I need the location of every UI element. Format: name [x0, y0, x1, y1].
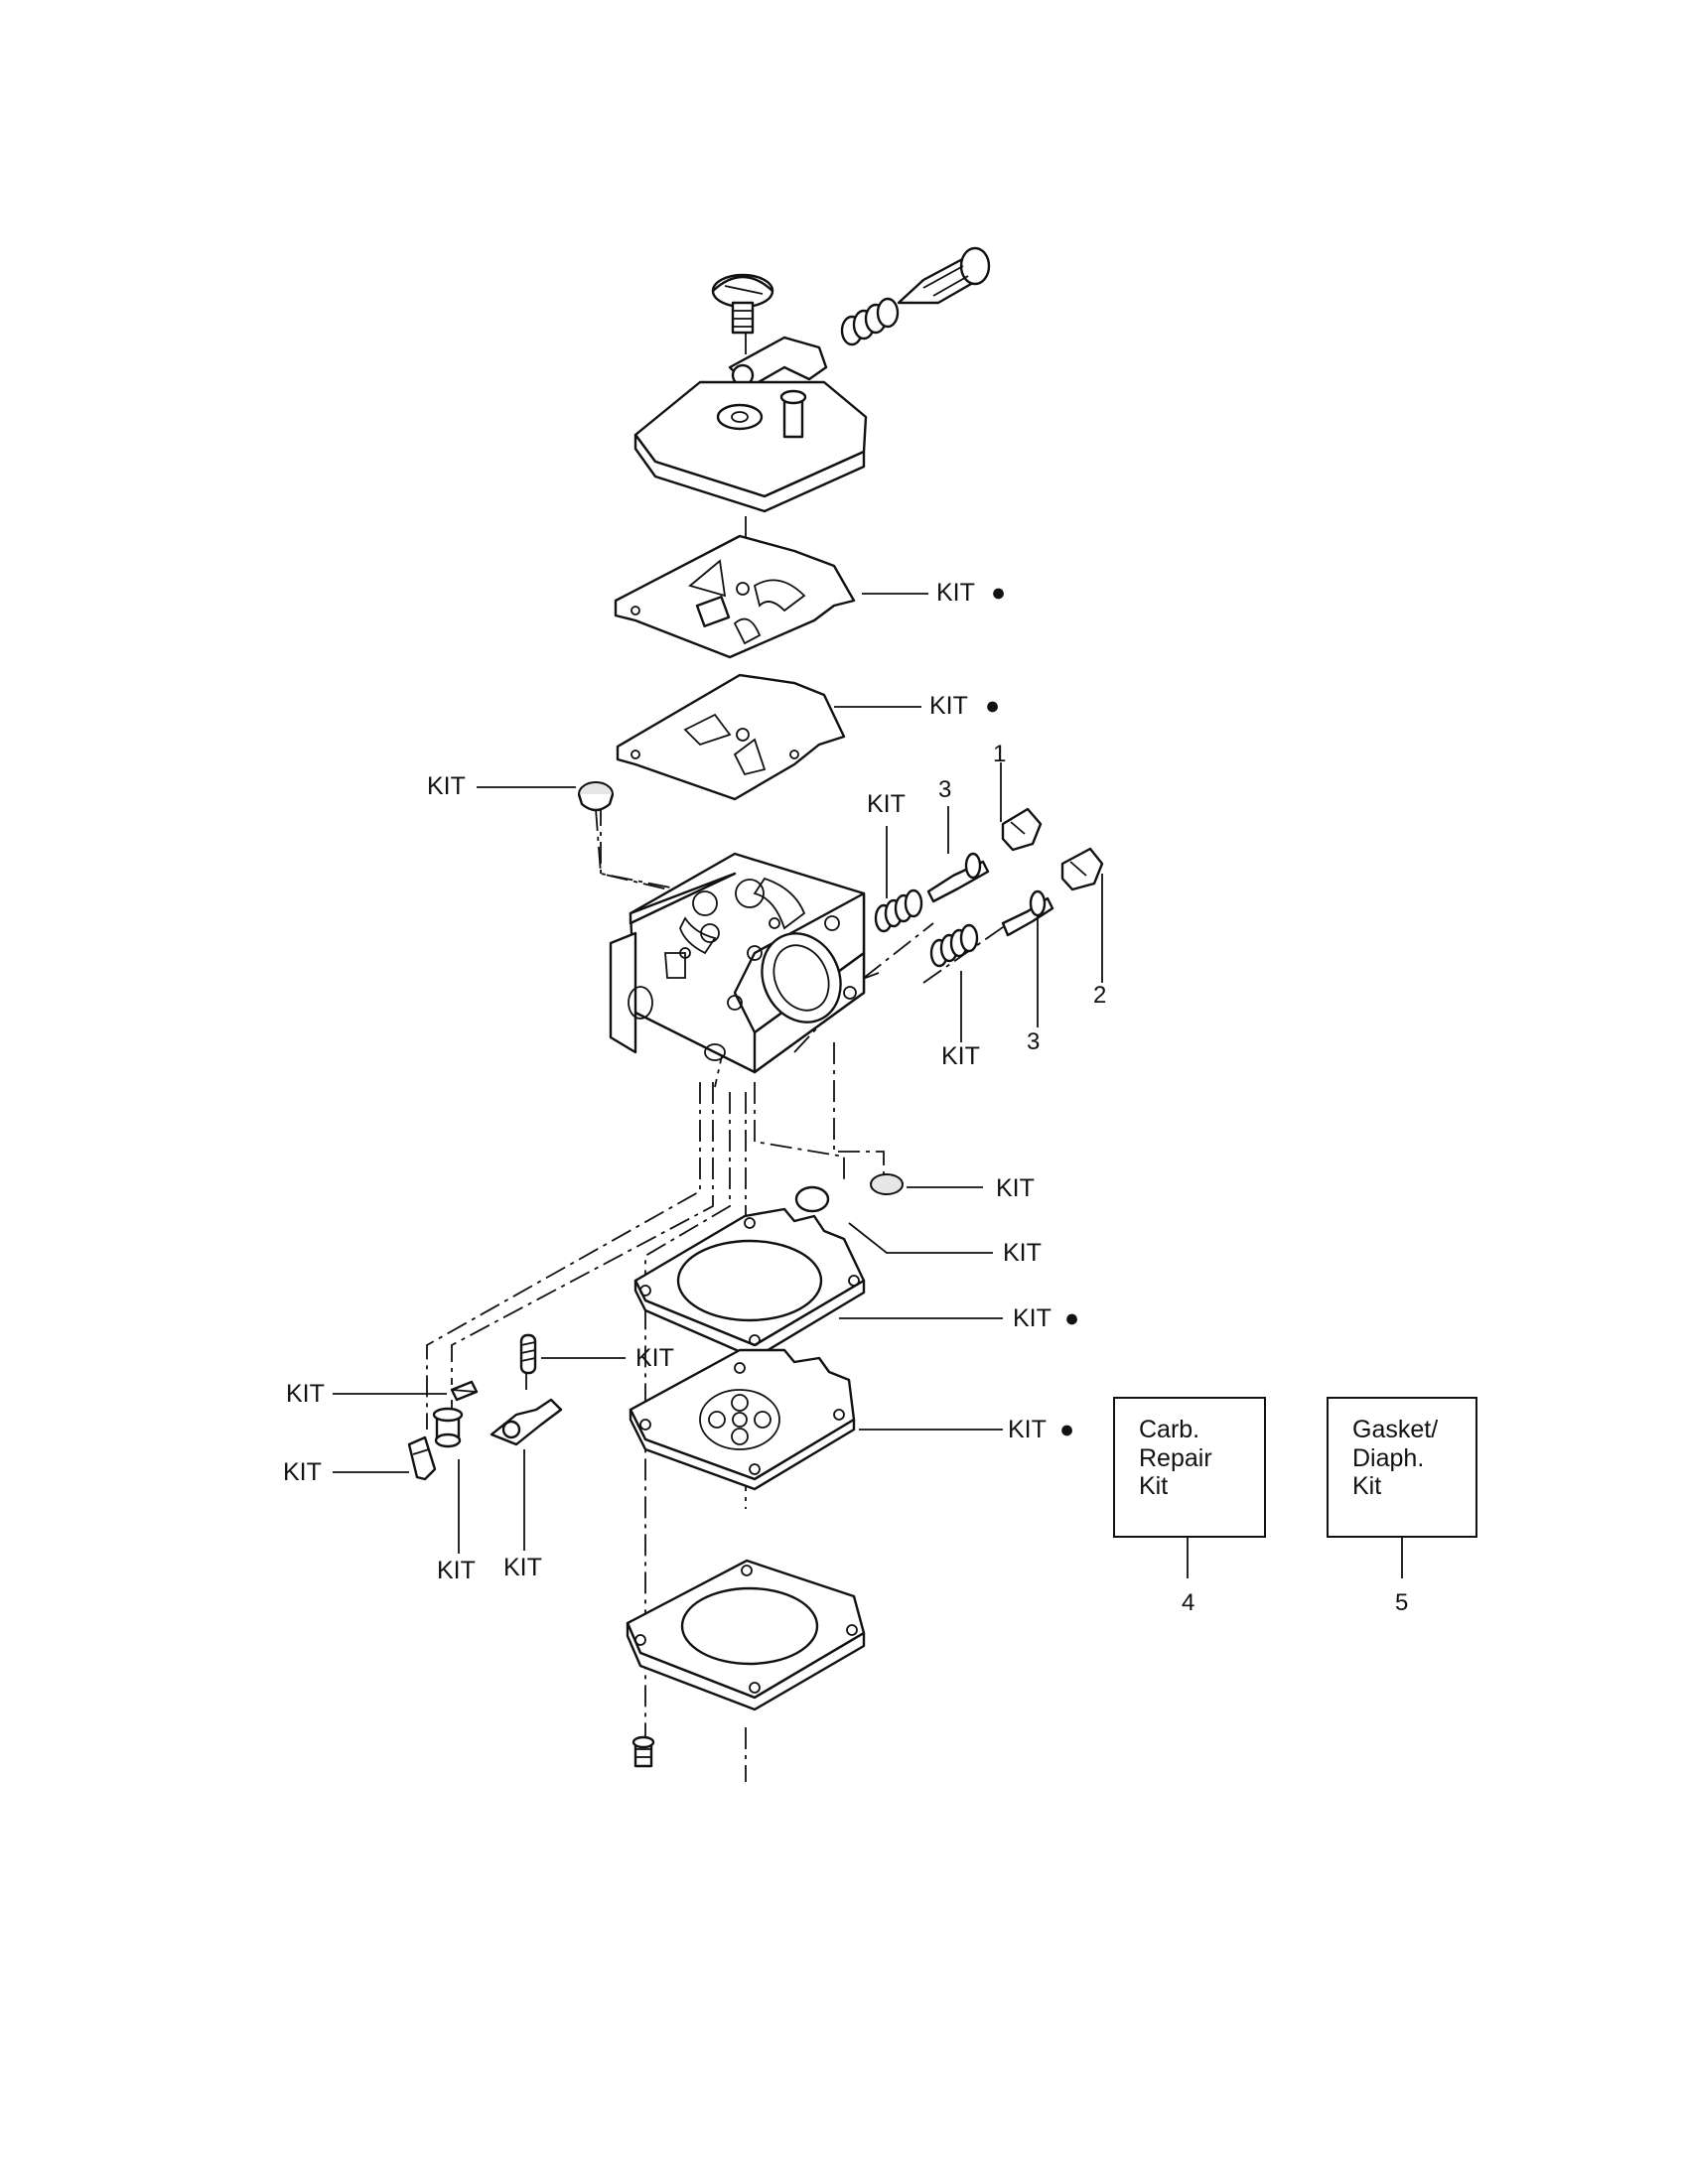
leader-lines [333, 593, 1403, 1578]
svg-text:KIT: KIT [1008, 1416, 1047, 1443]
lower-spring-part [929, 923, 979, 968]
callout-kit-check-valve: KIT [1003, 1239, 1042, 1267]
inlet-screen-part [577, 781, 615, 812]
idle-speed-spring-part [874, 888, 923, 933]
svg-text:●: ● [1059, 1416, 1074, 1443]
svg-text:Carb.: Carb. [1139, 1416, 1199, 1443]
callout-kit-lower-screen: KIT [996, 1174, 1035, 1202]
lower-adjusting-needle-part [1001, 889, 1054, 937]
callout-kit-metering-gasket: KIT ● [1013, 1304, 1079, 1332]
svg-text:●: ● [985, 692, 1000, 720]
callout-kit-metering-diaphragm: KIT ● [1008, 1416, 1074, 1443]
callout-kit-inlet-needle: KIT [283, 1458, 322, 1486]
check-valve-part [794, 1185, 830, 1213]
metering-cover-part [626, 1559, 866, 1711]
callout-ref-3-upper: 3 [938, 776, 951, 803]
inlet-needle-small-part [407, 1435, 437, 1481]
bottom-screw-part [632, 1735, 655, 1768]
callout-ref-5: 5 [1395, 1589, 1408, 1616]
metering-lever-part [728, 336, 828, 389]
svg-text:KIT: KIT [929, 692, 968, 720]
svg-text:Kit: Kit [1139, 1472, 1168, 1500]
limiter-cap-2-part [1060, 847, 1104, 891]
metering-spring-part [519, 1333, 537, 1375]
callout-kit-valve-seat: KIT [437, 1557, 476, 1584]
metering-lever-small-part [490, 1398, 563, 1446]
inlet-needle-part [897, 246, 991, 305]
valve-seat-part [432, 1407, 464, 1448]
callout-kit-pump-cover-gasket: KIT ● [936, 579, 1006, 607]
svg-text:Gasket/: Gasket/ [1352, 1416, 1438, 1443]
pump-gasket-part [616, 673, 846, 801]
carburetor-body-part [609, 852, 866, 1074]
callout-kit-metering-spring: KIT [635, 1344, 674, 1372]
metering-diaphragm-part [629, 1348, 856, 1491]
callout-ref-3-lower: 3 [1027, 1028, 1040, 1055]
svg-text:Diaph.: Diaph. [1352, 1444, 1424, 1472]
top-screw-part [711, 273, 774, 335]
metering-gasket-part [633, 1207, 866, 1360]
lower-screen-part [870, 1173, 904, 1195]
callout-kit-lower-spring: KIT [941, 1042, 980, 1070]
callout-kit-pin: KIT [286, 1380, 325, 1408]
svg-text:KIT: KIT [1013, 1304, 1052, 1332]
callout-ref-1: 1 [993, 741, 1006, 767]
svg-text:Kit: Kit [1352, 1472, 1381, 1500]
svg-text:Repair: Repair [1139, 1444, 1212, 1472]
upper-adjusting-needle-part [926, 852, 990, 903]
svg-text:●: ● [1064, 1304, 1079, 1332]
callout-kit-upper-spring: KIT [867, 790, 906, 818]
callout-kit-metering-lever: KIT [503, 1554, 542, 1581]
callout-ref-2: 2 [1093, 982, 1106, 1009]
svg-text:KIT: KIT [936, 579, 975, 607]
limiter-cap-1-part [1001, 807, 1043, 852]
needle-spring-part [840, 297, 900, 346]
callout-kit-inlet-screen: KIT [427, 772, 466, 800]
pump-diaphragm-part [614, 534, 856, 659]
pump-cover-part [633, 380, 868, 513]
pin-part [450, 1380, 479, 1402]
svg-text:●: ● [991, 579, 1006, 607]
gasket-diaph-kit-box: Gasket/ Diaph. Kit [1327, 1397, 1477, 1538]
carb-repair-kit-box: Carb. Repair Kit [1113, 1397, 1266, 1538]
callout-ref-4: 4 [1182, 1589, 1194, 1616]
callout-kit-pump-diaphragm: KIT ● [929, 692, 1000, 720]
